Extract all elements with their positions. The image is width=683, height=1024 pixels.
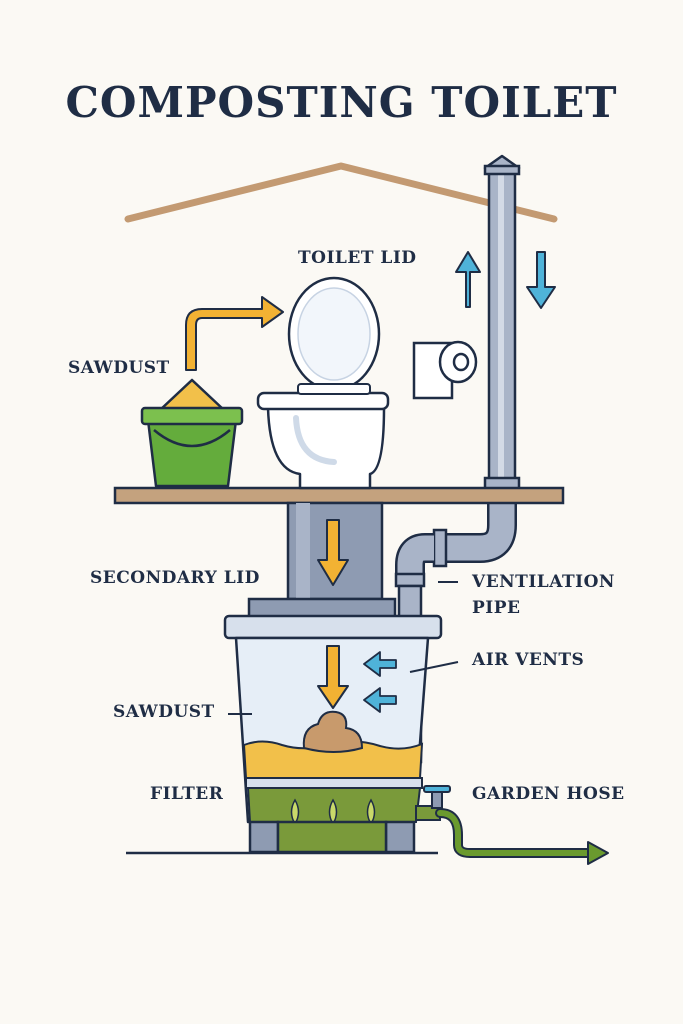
down-arrow-icon (526, 251, 556, 309)
label-ventilation-pipe-line2: PIPE (472, 598, 521, 618)
label-garden-hose: GARDEN HOSE (472, 784, 625, 804)
label-sawdust-bin: SAWDUST (113, 702, 215, 722)
hose-arrowhead (587, 841, 609, 865)
orange-arrow-sawdust (185, 296, 284, 371)
bucket-icon (140, 378, 244, 488)
secondary-lid-chute (286, 501, 384, 601)
garden-hose (435, 808, 595, 858)
faucet-icon (415, 785, 451, 821)
toilet-icon (256, 276, 390, 490)
filter-layer (245, 777, 423, 789)
leader-air-vents (409, 661, 459, 673)
waste (302, 710, 364, 753)
floor-shelf (113, 486, 565, 505)
label-secondary-lid: SECONDARY LID (90, 568, 260, 588)
label-sawdust-top: SAWDUST (68, 358, 170, 378)
toilet-paper-icon (412, 340, 478, 400)
composting-bin (223, 597, 443, 854)
label-air-vents: AIR VENTS (472, 650, 585, 670)
label-filter: FILTER (150, 784, 224, 804)
roof (124, 162, 558, 223)
label-toilet-lid: TOILET LID (298, 248, 417, 268)
page-title: COMPOSTING TOILET (65, 78, 618, 127)
label-ventilation-pipe-line1: VENTILATION (472, 572, 615, 592)
up-arrow-icon (455, 251, 481, 308)
